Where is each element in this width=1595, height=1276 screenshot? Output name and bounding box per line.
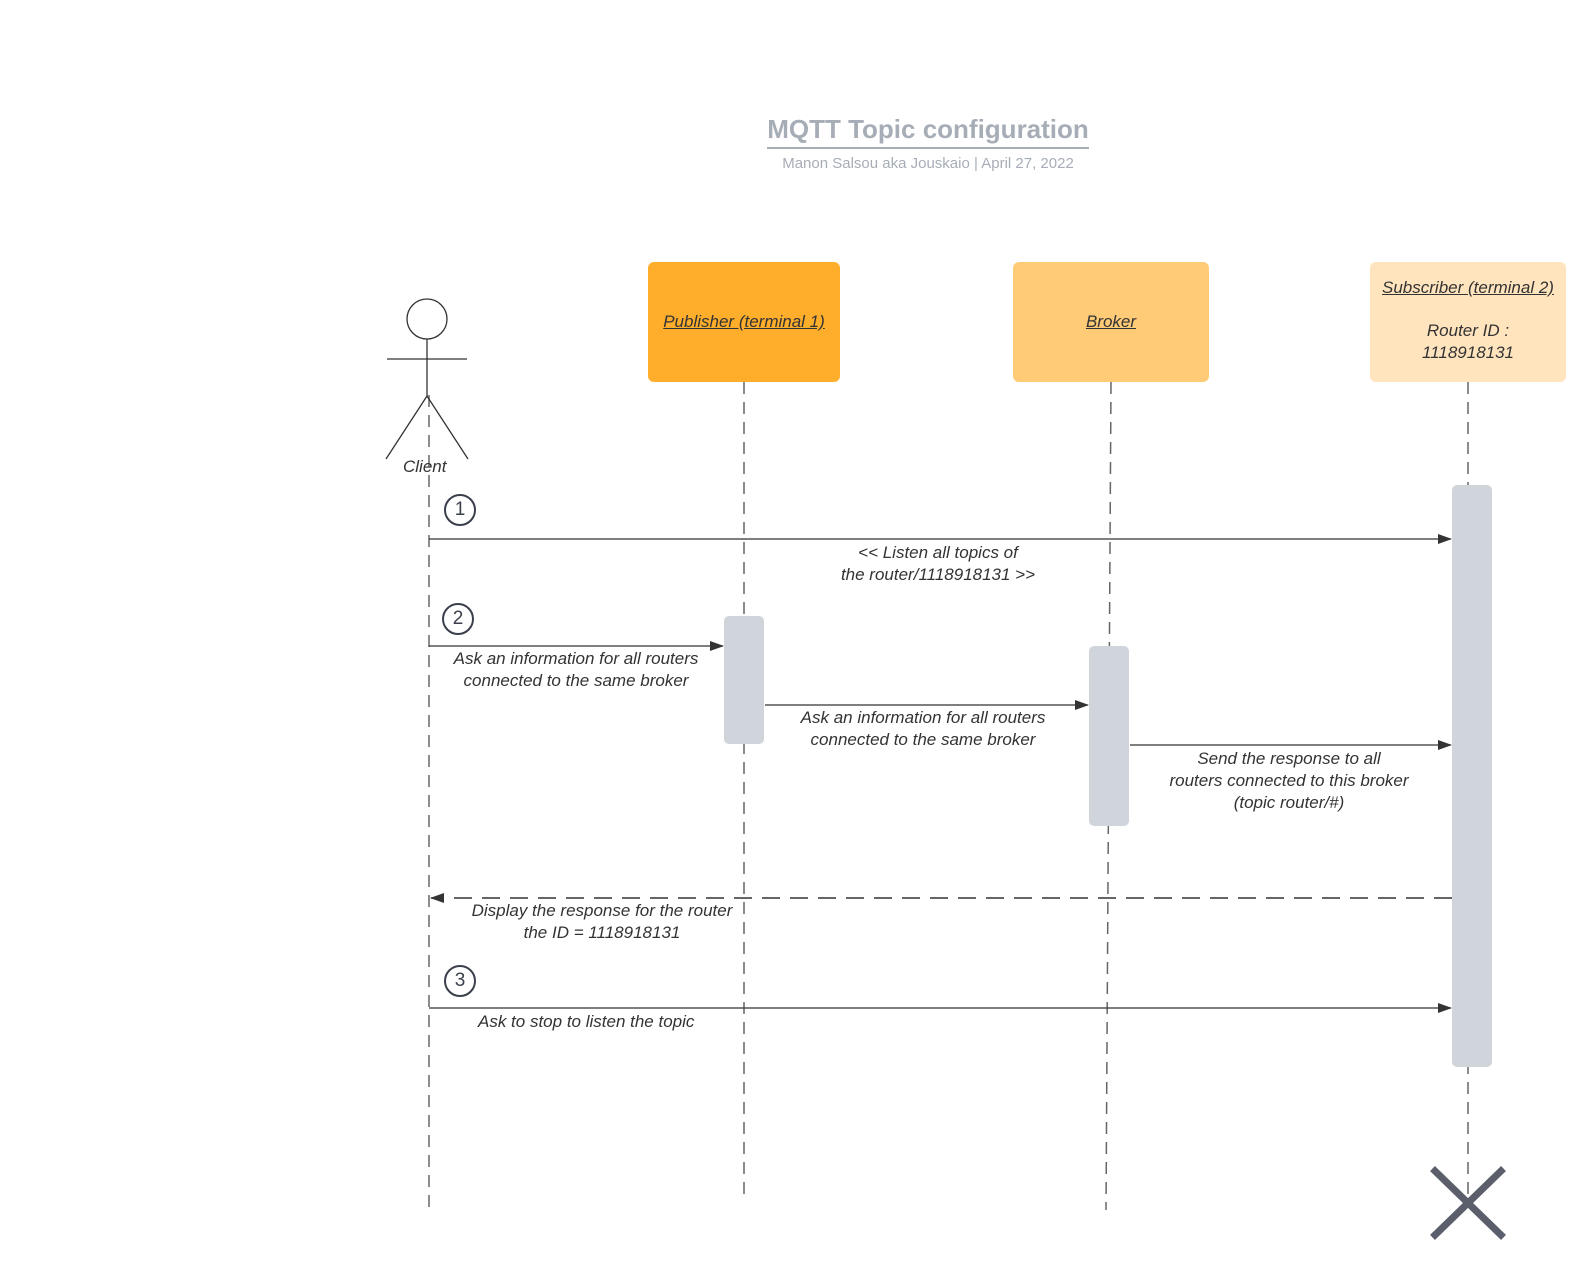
send-line-3: (topic router/#) [1233, 793, 1345, 812]
ask-publisher-line-1: Ask an information for all routers [800, 708, 1046, 727]
subscriber-activation-bar [1452, 485, 1492, 1067]
diagram-title: MQTT Topic configuration [0, 114, 1595, 149]
subscriber-label: Subscriber (terminal 2) [1382, 278, 1554, 297]
diagram-subtitle: Manon Salsou aka Jouskaio | April 27, 20… [782, 155, 1074, 172]
display-line-2: the ID = 1118918131 [523, 923, 681, 942]
ask-client-line-1: Ask an information for all routers [453, 649, 699, 668]
display-response-message-label: Display the response for the router the … [462, 900, 742, 944]
router-id-value: 1118918131 [1421, 343, 1515, 362]
step-marker-3: 3 [444, 965, 476, 997]
diagram-title-text: MQTT Topic configuration [767, 114, 1089, 149]
send-response-message-label: Send the response to all routers connect… [1159, 748, 1419, 814]
step-marker-1: 1 [444, 494, 476, 526]
client-label: Client [403, 457, 447, 476]
send-line-1: Send the response to all [1197, 749, 1381, 768]
publisher-activation-bar [724, 616, 764, 744]
stop-listen-message-label: Ask to stop to listen the topic [478, 1012, 695, 1031]
send-line-2: routers connected to this broker [1169, 771, 1409, 790]
publisher-participant: Publisher (terminal 1) [648, 262, 840, 382]
step-marker-2: 2 [442, 603, 474, 635]
client-actor-icon [385, 298, 469, 460]
destroy-x-icon [1430, 1166, 1506, 1240]
broker-label: Broker [1085, 312, 1137, 331]
ask-publisher-message-label: Ask an information for all routers conne… [793, 707, 1053, 751]
listen-line-1: << Listen all topics of [858, 543, 1018, 562]
subscriber-router-id: Router ID : 1118918131 [1422, 320, 1514, 364]
ask-client-message-label: Ask an information for all routers conne… [446, 648, 706, 692]
broker-activation-bar [1089, 646, 1129, 826]
display-line-1: Display the response for the router [471, 901, 733, 920]
broker-participant: Broker [1013, 262, 1209, 382]
ask-client-line-2: connected to the same broker [463, 671, 689, 690]
listen-line-2: the router/1118918131 >> [840, 565, 1036, 584]
listen-message-label: << Listen all topics of the router/11189… [838, 542, 1038, 586]
router-id-label: Router ID : [1426, 321, 1510, 340]
subscriber-participant: Subscriber (terminal 2) Router ID : 1118… [1370, 262, 1566, 382]
broker-lifeline [1105, 381, 1112, 1211]
ask-publisher-line-2: connected to the same broker [810, 730, 1036, 749]
publisher-label: Publisher (terminal 1) [663, 312, 825, 331]
